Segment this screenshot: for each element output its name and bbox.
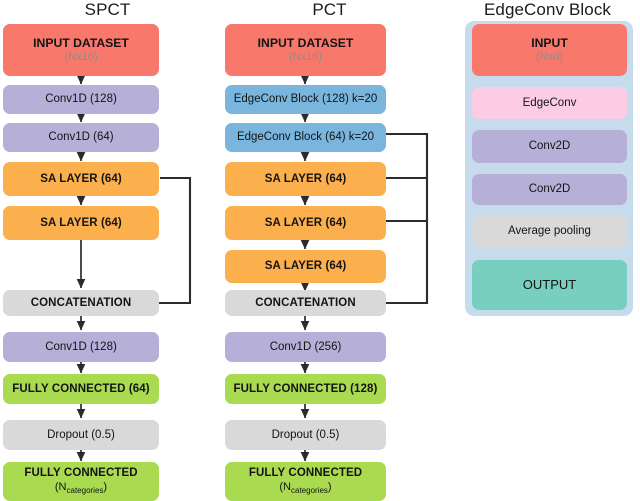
pct-title: PCT [312, 0, 347, 19]
spct-node-fully-connected-ncat[interactable]: FULLY CONNECTED (Ncategories) [3, 462, 159, 501]
edgeconv-title: EdgeConv Block [483, 0, 612, 19]
node-label: FULLY CONNECTED [24, 466, 138, 479]
node-label: FULLY CONNECTED [248, 466, 363, 479]
spct-node-sa-layer-2[interactable]: SA LAYER (64) [3, 206, 159, 240]
edgeconv-node-average-pooling[interactable]: Average pooling [472, 216, 627, 247]
node-sublabel: (Nxd) [536, 51, 563, 64]
node-label: Conv1D (256) [269, 340, 342, 353]
node-label: SA LAYER (64) [264, 172, 347, 185]
node-sublabel: (Ncategories) [54, 480, 108, 496]
edgeconv-node-edgeconv[interactable]: EdgeConv [472, 87, 627, 119]
node-label: OUTPUT [522, 276, 577, 292]
pct-node-edgeconv-block-128[interactable]: EdgeConv Block (128) k=20 [225, 85, 386, 114]
node-label: Average pooling [508, 225, 591, 238]
node-label: Conv1D (64) [48, 131, 114, 144]
spct-title: SPCT [84, 0, 131, 19]
node-label: Conv1D (128) [45, 93, 117, 106]
node-label: INPUT DATASET [33, 35, 129, 50]
pct-node-fully-connected-128[interactable]: FULLY CONNECTED (128) [225, 374, 386, 404]
spct-node-fully-connected-64[interactable]: FULLY CONNECTED (64) [3, 374, 159, 404]
spct-node-input-dataset[interactable]: INPUT DATASET (Nx16) [3, 24, 159, 76]
node-label: Conv2D [528, 140, 571, 153]
node-label: Conv1D (128) [45, 340, 117, 353]
node-label: SA LAYER (64) [264, 260, 347, 273]
edgeconv-node-output[interactable]: OUTPUT [472, 260, 627, 310]
spct-node-dropout[interactable]: Dropout (0.5) [3, 420, 159, 450]
pct-node-conv1d-256[interactable]: Conv1D (256) [225, 332, 386, 362]
spct-node-conv1d-128-b[interactable]: Conv1D (128) [3, 332, 159, 362]
spct-skip-connection [100, 176, 192, 309]
node-label: FULLY CONNECTED (64) [12, 382, 150, 395]
node-label: Dropout (0.5) [271, 428, 340, 441]
pct-node-concatenation[interactable]: CONCATENATION [225, 290, 386, 316]
node-label: SA LAYER (64) [264, 216, 347, 229]
node-label: EdgeConv Block (64) k=20 [236, 131, 375, 144]
pct-node-sa-layer-3[interactable]: SA LAYER (64) [225, 250, 386, 283]
ncategories-subscript: categories [66, 486, 104, 496]
node-sublabel: (Nx16) [288, 51, 322, 64]
node-label: CONCATENATION [30, 296, 132, 309]
spct-node-concatenation[interactable]: CONCATENATION [3, 290, 159, 316]
node-label: EdgeConv [522, 96, 577, 109]
node-label: SA LAYER (64) [40, 216, 122, 229]
spct-node-conv1d-128[interactable]: Conv1D (128) [3, 85, 159, 114]
pct-node-dropout[interactable]: Dropout (0.5) [225, 420, 386, 450]
node-label: Conv2D [528, 183, 571, 196]
pct-node-edgeconv-block-64[interactable]: EdgeConv Block (64) k=20 [225, 123, 386, 152]
node-sublabel: (Ncategories) [279, 480, 332, 496]
spct-node-sa-layer-1[interactable]: SA LAYER (64) [3, 162, 159, 196]
pct-node-input-dataset[interactable]: INPUT DATASET (Nx16) [225, 24, 386, 76]
node-label: CONCATENATION [255, 296, 356, 309]
node-sublabel: (Nx16) [64, 51, 98, 64]
ncategories-subscript: categories [291, 486, 328, 496]
node-label: INPUT [531, 35, 568, 50]
node-label: INPUT DATASET [257, 35, 354, 50]
pct-node-sa-layer-1[interactable]: SA LAYER (64) [225, 162, 386, 196]
node-label: FULLY CONNECTED (128) [233, 382, 378, 395]
node-label: EdgeConv Block (128) k=20 [233, 93, 378, 106]
edgeconv-node-conv2d-1[interactable]: Conv2D [472, 130, 627, 163]
node-label: SA LAYER (64) [40, 172, 122, 185]
pct-node-fully-connected-ncat[interactable]: FULLY CONNECTED (Ncategories) [225, 462, 386, 501]
spct-node-conv1d-64[interactable]: Conv1D (64) [3, 123, 159, 152]
edgeconv-node-input[interactable]: INPUT (Nxd) [472, 24, 627, 76]
node-label: Dropout (0.5) [47, 428, 115, 441]
edgeconv-node-conv2d-2[interactable]: Conv2D [472, 174, 627, 205]
pct-node-sa-layer-2[interactable]: SA LAYER (64) [225, 206, 386, 240]
